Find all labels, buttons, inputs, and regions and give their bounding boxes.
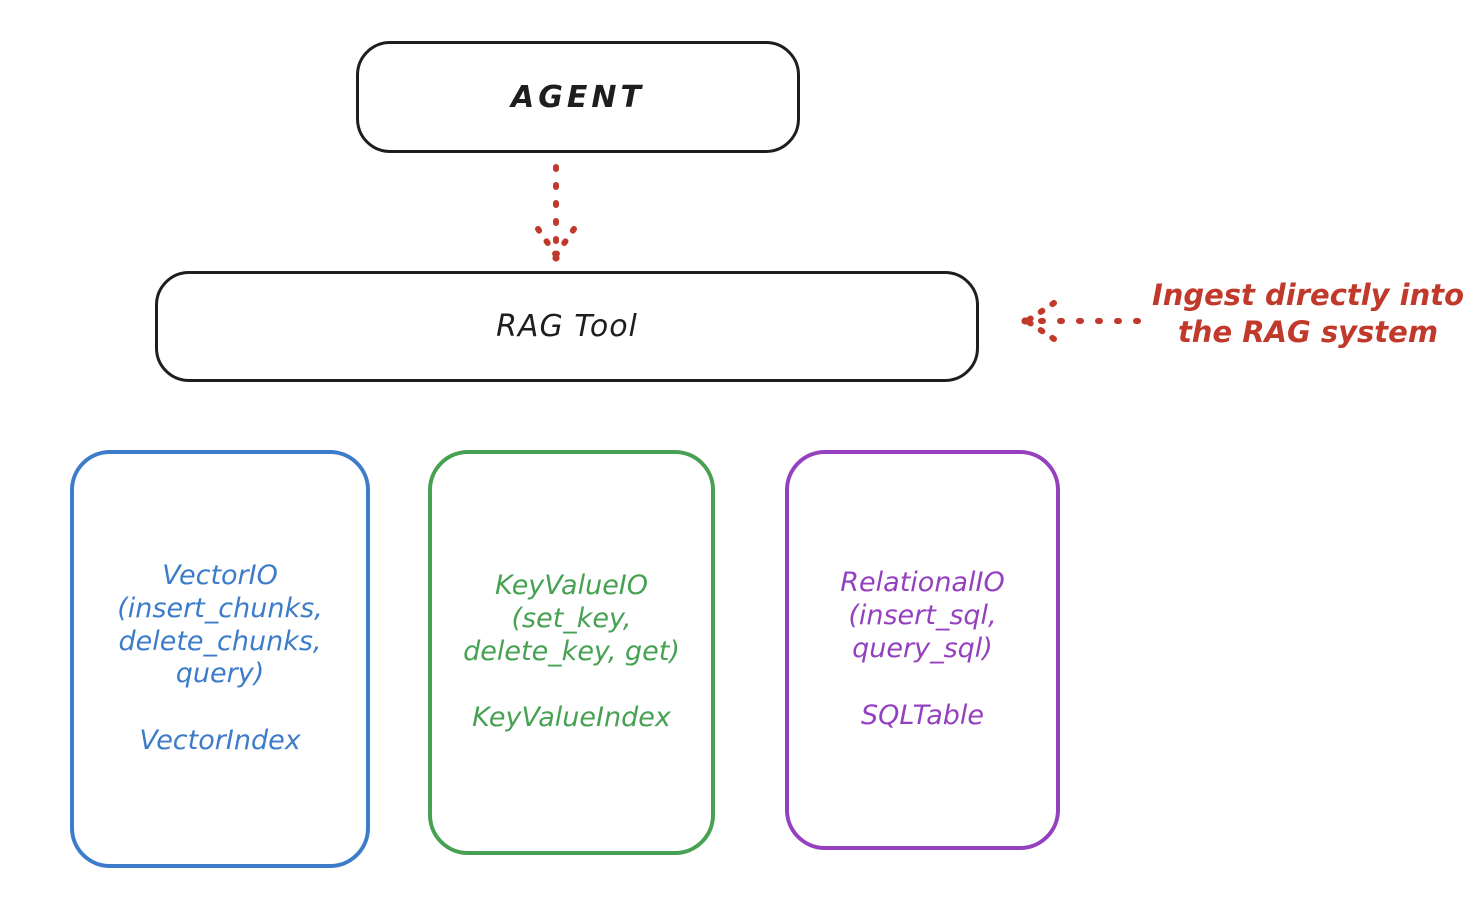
relationalio-index-label: SQLTable: [860, 699, 985, 731]
vectorio-api-label: VectorIO (insert_chunks, delete_chunks, …: [117, 559, 323, 690]
node-agent-label: AGENT: [511, 79, 645, 115]
keyvalueio-index-label: KeyValueIndex: [472, 702, 671, 734]
node-keyvalueio[interactable]: KeyValueIO (set_key, delete_key, get) Ke…: [428, 450, 715, 855]
node-vectorio[interactable]: VectorIO (insert_chunks, delete_chunks, …: [70, 450, 370, 868]
node-rag-tool[interactable]: RAG Tool: [155, 271, 979, 382]
vectorio-index-label: VectorIndex: [139, 725, 301, 757]
connector-agent-to-rag-tool-icon: [535, 164, 577, 262]
relationalio-api-label: RelationalIO (insert_sql, query_sql): [840, 567, 1005, 664]
connector-ingest-arrow-icon: [1021, 300, 1141, 342]
annotation-ingest: Ingest directly into the RAG system: [1151, 278, 1465, 350]
node-agent[interactable]: AGENT: [356, 41, 800, 153]
node-relationalio[interactable]: RelationalIO (insert_sql, query_sql) SQL…: [785, 450, 1060, 850]
node-rag-tool-label: RAG Tool: [496, 309, 638, 344]
keyvalueio-api-label: KeyValueIO (set_key, delete_key, get): [463, 569, 680, 667]
